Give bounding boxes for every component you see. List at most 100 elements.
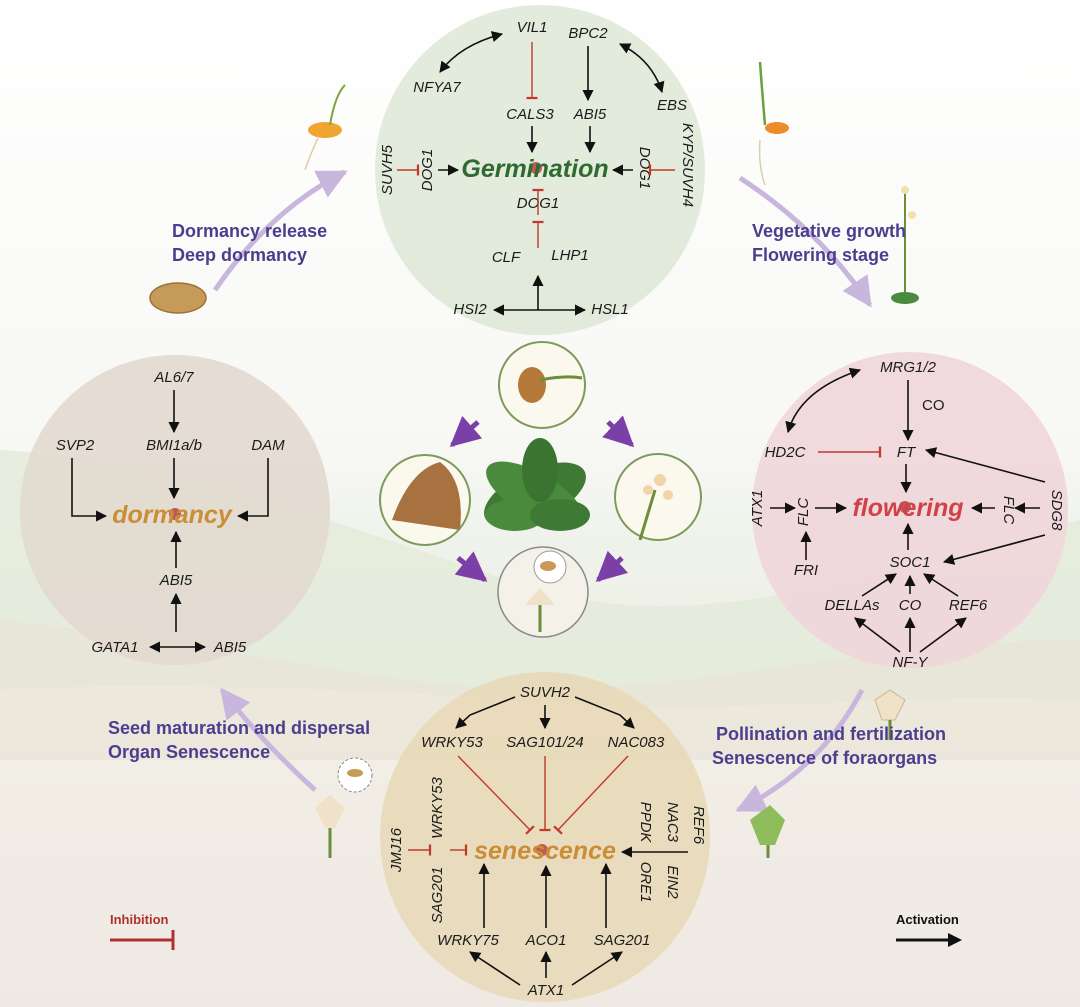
edge-nfy-ref6: [919, 617, 967, 653]
cycle-arrow-1: [449, 415, 483, 447]
gene-atx1-f: ATX1: [749, 490, 766, 527]
edge-dellas-soc1: [861, 573, 897, 597]
stage-label-vegetative-growth: Vegetative growth: [752, 221, 906, 241]
senescence-core-dot: [536, 844, 548, 856]
gene-svp2: SVP2: [56, 437, 95, 454]
gene-kyp-suvh4: KYP/SUVH4: [679, 123, 696, 207]
cycle-arrow-2: [602, 415, 635, 448]
gene-co-top: CO: [922, 397, 945, 414]
edge-sdg8-soc1: [942, 534, 1046, 565]
gene-co-bottom: CO: [899, 597, 922, 614]
gene-bpc2: BPC2: [568, 25, 608, 42]
gene-ref6-f: REF6: [949, 597, 988, 614]
gene-suvh5: SUVH5: [379, 144, 396, 195]
edge-suvh2-wrky53: [455, 696, 516, 729]
stage-arrows: [212, 169, 873, 813]
gene-vil1: VIL1: [517, 19, 548, 36]
center-life-cycle: [379, 341, 702, 638]
edge-nac083-sen: [553, 755, 629, 835]
gene-aco1: ACO1: [525, 932, 567, 949]
edge-dam-dorm: [236, 458, 269, 522]
gene-abi5-g: ABI5: [573, 106, 607, 123]
gene-jmj16: JMJ16: [388, 827, 405, 873]
senescence-module: SUVH2 WRKY53 SAG101/24 NAC083 JMJ16 WRKY…: [380, 672, 710, 1002]
gene-ebs: EBS: [657, 97, 687, 114]
stage-labels: Dormancy release Deep dormancy Vegetativ…: [108, 221, 946, 768]
gene-dog1-right: DOG1: [636, 147, 653, 190]
stage-label-dormancy-release: Dormancy release: [172, 221, 327, 241]
stage-label-floral-senescence: Senescence of foraorgans: [712, 748, 937, 768]
gene-bmi1: BMI1a/b: [146, 437, 202, 454]
dry-seed-illustration: [149, 282, 207, 314]
stage-arrow-dormancy-germination: [212, 169, 348, 292]
stage-illustrations: [149, 61, 919, 858]
edge-bpc2-ebs: [618, 43, 665, 94]
gene-ref6-s: REF6: [690, 806, 707, 845]
senescence-center-label: senescence: [474, 837, 616, 865]
dormancy-core-dot: [169, 508, 181, 520]
stage-label-organ-senescence: Organ Senescence: [108, 742, 270, 762]
stage-arrow-flowering-senescence: [735, 688, 865, 813]
legend: Inhibition Activation: [110, 912, 962, 950]
edge-suvh2-nac083: [574, 696, 635, 729]
flowering-core-dot: [899, 501, 911, 513]
edge-atx1-sag201: [571, 951, 623, 986]
germination-center-label: Germination: [461, 155, 608, 183]
stage-label-pollination: Pollination and fertilization: [716, 724, 946, 744]
gene-sdg8: SDG8: [1048, 490, 1065, 532]
edge-atx1-wrky75: [469, 951, 521, 986]
gene-hsl1: HSL1: [591, 301, 629, 318]
gene-hsi2: HSI2: [453, 301, 487, 318]
edge-vil1-nfya7: [439, 31, 504, 73]
edge-ref6-soc1: [923, 573, 959, 597]
gene-flc-left: FLC: [795, 498, 812, 527]
cycle-arrow-4: [595, 550, 629, 583]
open-flower-illustration: [874, 689, 906, 740]
stage-label-flowering-stage: Flowering stage: [752, 245, 889, 265]
edge-mrg-hd2c: [785, 367, 862, 434]
edge-sdg8-ft: [924, 447, 1046, 483]
seedling-illustration: [758, 61, 789, 186]
gene-fri: FRI: [794, 562, 818, 579]
gene-ein2: EIN2: [664, 865, 681, 899]
gene-wrky53: WRKY53: [421, 734, 483, 751]
gene-sag201: SAG201: [594, 932, 651, 949]
flowering-center-label: flowering: [852, 494, 963, 522]
senescence-circle: [380, 672, 710, 1002]
flowering-thumbnail: [614, 453, 702, 541]
gene-atx1-s: ATX1: [527, 982, 564, 999]
gene-al67: AL6/7: [153, 369, 194, 386]
gene-clf: CLF: [492, 249, 521, 266]
germination-core-dot: [530, 162, 542, 174]
gene-ore1: ORE1: [637, 862, 654, 903]
gene-suvh2: SUVH2: [520, 684, 571, 701]
gene-dam: DAM: [251, 437, 285, 454]
pod-illustration: [750, 805, 785, 858]
dormancy-center-label: dormancy: [112, 501, 233, 529]
gene-ft: FT: [897, 444, 917, 461]
gene-nfya7: NFYA7: [413, 79, 461, 96]
legend-activation-label: Activation: [896, 912, 959, 927]
gene-lhp1: LHP1: [551, 247, 589, 264]
gene-abi5-d-bottom: ABI5: [213, 639, 247, 656]
stage-arrow-senescence-dormancy: [220, 687, 317, 792]
edge-wrky53-sen: [457, 755, 535, 835]
gene-nac083: NAC083: [608, 734, 665, 751]
rosette-plant: [484, 438, 590, 531]
gene-sag201-vert: SAG201: [429, 867, 446, 924]
legend-inhibition-label: Inhibition: [110, 912, 169, 927]
edge-svp2-dorm: [71, 458, 108, 522]
gene-flc-right: FLC: [1000, 496, 1017, 525]
gene-abi5-d-top: ABI5: [159, 572, 193, 589]
gene-hd2c: HD2C: [765, 444, 806, 461]
gene-sag101: SAG101/24: [506, 734, 584, 751]
stage-arrow-germination-flowering: [738, 175, 873, 308]
gene-cals3: CALS3: [506, 106, 554, 123]
edge-nfy-dellas: [854, 617, 901, 653]
gene-ppdk: PPDK: [637, 802, 654, 844]
gene-wrky75: WRKY75: [437, 932, 499, 949]
gene-nfy: NF-Y: [893, 654, 929, 671]
gene-soc1: SOC1: [890, 554, 931, 571]
legend-activation-head: [948, 933, 962, 947]
